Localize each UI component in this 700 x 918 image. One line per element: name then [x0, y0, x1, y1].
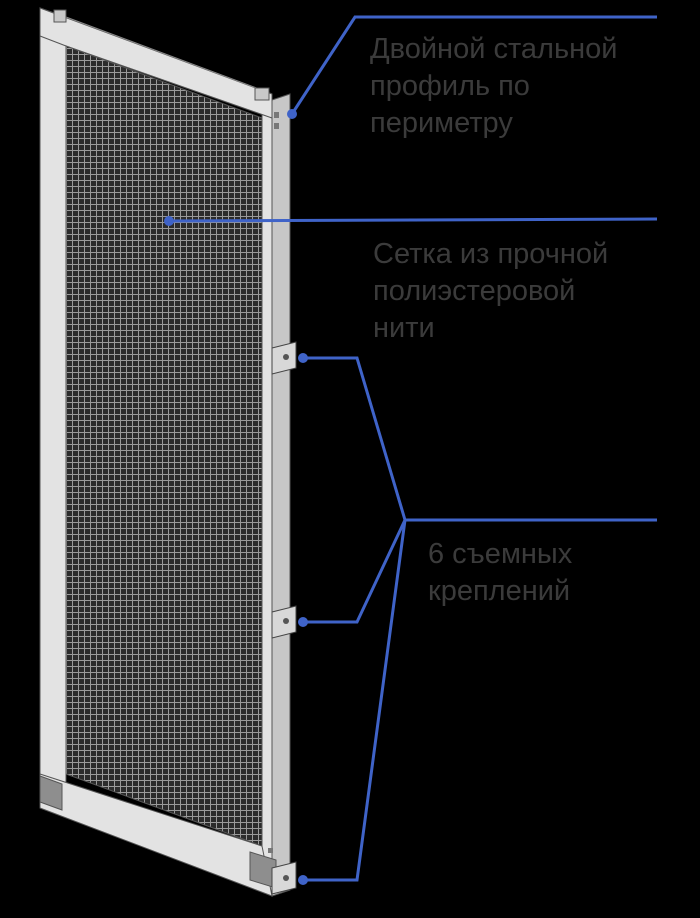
frame-side-face [271, 93, 291, 897]
bracket-middle [271, 605, 297, 639]
callout-dots [164, 109, 308, 885]
frame-right-stile [261, 89, 273, 897]
mesh-label: Сетка из прочной полиэстеровой нити [373, 238, 609, 344]
callout-dot-mount-middle [298, 617, 308, 627]
callout-dot-mount-top [298, 353, 308, 363]
bracket-top [271, 341, 297, 375]
callout-line-mount-middle [303, 519, 407, 624]
frame-left-stile [39, 7, 67, 810]
corner-block-top-right [254, 87, 270, 101]
corner-block-top-left [53, 9, 67, 23]
callout-lines [168, 15, 658, 882]
callout-line-mesh [168, 217, 658, 223]
callout-line-mount-bottom [303, 519, 407, 882]
mounts-label: 6 съемных креплений [428, 538, 573, 607]
callout-line-profile [290, 15, 657, 115]
polyester-mesh [65, 45, 263, 847]
profile-label: Двойной стальной профиль по периметру [370, 33, 618, 139]
steel-frame [39, 7, 291, 897]
callout-line-mount-top [303, 356, 407, 521]
corner-block-bottom-left [39, 775, 63, 811]
bracket-bottom [271, 861, 297, 895]
callout-dot-profile [287, 109, 297, 119]
callout-dot-mount-bottom [298, 875, 308, 885]
callout-dot-mesh [164, 216, 174, 226]
